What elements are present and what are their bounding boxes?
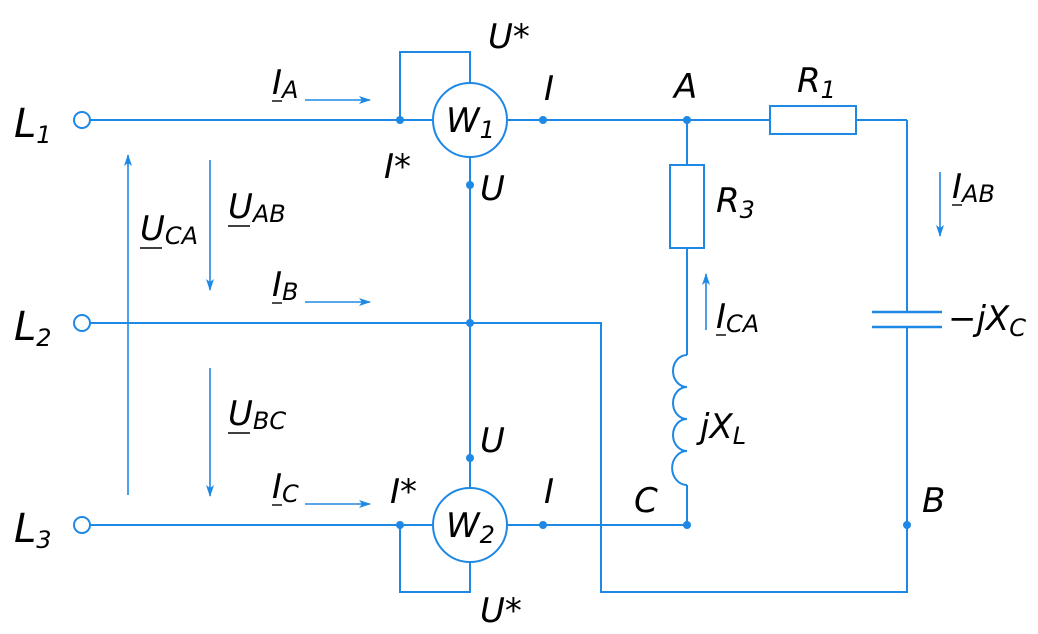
- node-w2-i: [539, 521, 547, 529]
- node-c: [683, 521, 691, 529]
- label-node-c: C: [634, 481, 658, 521]
- node-l2-junction: [466, 319, 474, 327]
- wire-l2: [90, 322, 908, 593]
- label-w1: W1: [446, 101, 495, 144]
- terminal-l2: [73, 314, 91, 332]
- label-ubc: UBC: [228, 394, 286, 435]
- label-r3: R3: [716, 181, 755, 224]
- node-w1-i: [539, 116, 547, 124]
- label-w1-i-star: I*: [384, 147, 411, 187]
- label-w1-u: U: [480, 169, 505, 209]
- label-ib: IB: [272, 265, 299, 306]
- arrows: [124, 96, 944, 508]
- label-w2-u: U: [480, 421, 505, 461]
- node-w2-u: [466, 454, 474, 462]
- label-ic: IC: [272, 467, 299, 508]
- label-node-b: B: [922, 481, 945, 521]
- resistor-r3: [669, 164, 705, 249]
- wattmeter-w2-circle: [432, 487, 508, 563]
- terminal-l3: [73, 516, 91, 534]
- label-xc: −jXC: [948, 299, 1026, 342]
- node-w1-u: [466, 181, 474, 189]
- label-w2-i: I: [544, 472, 554, 512]
- label-w2: W2: [446, 506, 495, 549]
- wire-w1-voltage-loop: [399, 51, 471, 120]
- resistor-r1: [769, 105, 857, 135]
- label-w2-i-star: I*: [390, 472, 417, 512]
- label-w1-u-star: U*: [488, 17, 530, 57]
- label-w2-u-star: U*: [480, 591, 522, 631]
- components: [432, 82, 942, 563]
- inductor-xl: [671, 354, 688, 486]
- label-l2: L2: [14, 304, 52, 352]
- label-l3: L3: [14, 506, 52, 554]
- label-uab: UAB: [228, 187, 286, 228]
- label-xl: jXL: [696, 407, 746, 450]
- label-ia: IA: [272, 63, 298, 104]
- node-a: [683, 116, 691, 124]
- label-ica: ICA: [716, 297, 759, 338]
- label-uca: UCA: [140, 209, 198, 250]
- label-r1: R1: [797, 61, 836, 104]
- node-w1-i-star: [396, 116, 404, 124]
- label-l1: L1: [14, 101, 52, 149]
- junction-nodes: [396, 116, 911, 529]
- wattmeter-w1-circle: [432, 82, 508, 158]
- wire-w2-voltage-loop: [399, 525, 471, 593]
- node-w2-i-star: [396, 521, 404, 529]
- label-iab: IAB: [952, 167, 995, 208]
- node-b: [903, 521, 911, 529]
- label-node-a: A: [672, 67, 697, 107]
- label-w1-i: I: [544, 69, 554, 109]
- terminal-l1: [73, 111, 91, 129]
- terminals: [73, 111, 91, 534]
